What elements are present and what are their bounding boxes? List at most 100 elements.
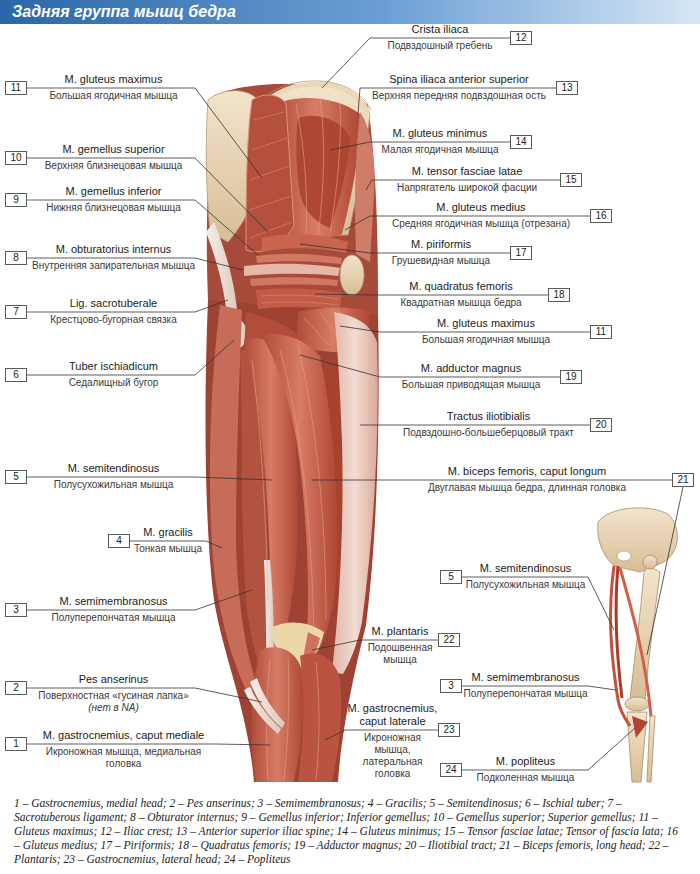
latin-name: M. semitendinosus xyxy=(32,462,195,475)
russian-name: Икроножная мышца, латеральная головка xyxy=(347,732,438,780)
callout-number: 11 xyxy=(6,82,26,94)
russian-name: Подколенная мышца xyxy=(463,772,588,784)
pes-anserinus-tendon xyxy=(244,687,281,734)
tensor-fasciae-latae xyxy=(355,112,374,262)
russian-name: Подошвенная мышца xyxy=(362,642,438,666)
caption-text: 1 – Gastrocnemius, medial head; 2 – Pes … xyxy=(14,796,686,866)
leader-line xyxy=(27,340,234,375)
callout-number: 11 xyxy=(591,326,611,338)
latin-name: M. semitendinosus xyxy=(463,562,588,575)
callout-number: 8 xyxy=(6,252,26,264)
callout-number: 3 xyxy=(6,604,26,616)
callout-number: 19 xyxy=(561,371,581,383)
latin-name: M. quadratus femoris xyxy=(374,280,548,293)
callout-box: 7 xyxy=(5,305,27,319)
callout-box: 18 xyxy=(548,288,570,302)
russian-name: Верхняя близнецовая мышца xyxy=(32,160,195,172)
callout-number: 14 xyxy=(511,136,531,148)
latin-name: M. gluteus maximus xyxy=(32,73,195,86)
leader-line xyxy=(345,216,590,230)
callout-number: 7 xyxy=(6,306,26,318)
russian-name: Икроножная мышца, медиальная головка xyxy=(32,746,215,770)
callout-box: 11 xyxy=(5,81,27,95)
latin-name: Lig. sacrotuberale xyxy=(32,297,195,310)
russian-name: Подвздошно-большеберцовый тракт xyxy=(387,427,590,439)
callout-box: 23 xyxy=(438,723,460,737)
gluteus-maximus-flap xyxy=(246,95,294,252)
latin-name: M. plantaris xyxy=(362,625,438,638)
obturator-internus xyxy=(244,264,340,276)
callout-box: 3 xyxy=(5,603,27,617)
callout-number: 5 xyxy=(441,571,461,583)
leader-line xyxy=(300,244,510,253)
latin-name: M. popliteus xyxy=(463,755,588,768)
latin-name: Spina iliaca anterior superior xyxy=(362,73,556,86)
muscle-fibers xyxy=(262,295,338,305)
russian-name: Верхняя передняя подвздошная ость xyxy=(362,90,556,102)
callout-box: 5 xyxy=(5,470,27,484)
leader-line xyxy=(358,88,556,114)
russian-name: Большая ягодичная мышца xyxy=(32,90,195,102)
callout-number: 3 xyxy=(441,680,461,692)
inset-illustration xyxy=(598,508,678,782)
latin-name: M. gluteus medius xyxy=(372,201,590,214)
callout-number: 15 xyxy=(561,174,581,186)
leader-line xyxy=(312,480,672,481)
russian-name: Малая ягодичная мышца xyxy=(370,144,510,156)
leader-line xyxy=(27,688,262,702)
leader-line xyxy=(462,728,635,770)
latin-name: Tractus iliotibialis xyxy=(387,410,590,423)
russian-name: Полусухожильная мышца xyxy=(32,479,195,491)
callout-box: 21 xyxy=(672,473,694,487)
latin-name: M. gastrocnemius, caput mediale xyxy=(32,729,215,742)
russian-name: Большая приводящая мышца xyxy=(382,379,560,391)
leader-line xyxy=(27,590,252,610)
iliotibial-tract xyxy=(332,312,378,674)
latin-name: M. gluteus maximus xyxy=(382,317,590,330)
latin-name: M. semimembranosus xyxy=(32,595,195,608)
callout-box: 19 xyxy=(560,370,582,384)
callout-number: 22 xyxy=(439,634,459,646)
callout-box: 10 xyxy=(5,151,27,165)
callout-number: 6 xyxy=(6,369,26,381)
latin-name: M. gemellus inferior xyxy=(32,185,195,198)
latin-name: Pes anserinus xyxy=(32,673,195,686)
leader-line xyxy=(27,158,268,232)
latin-name: M. tensor fasciae latae xyxy=(374,165,560,178)
callout-number: 1 xyxy=(6,738,26,750)
russian-name: Полуперепончатая мышца xyxy=(463,688,588,700)
latin-name: M. piriformis xyxy=(372,238,510,251)
inset-biceps-femoris xyxy=(620,568,651,716)
callout-box: 22 xyxy=(438,633,460,647)
callout-number: 5 xyxy=(6,471,26,483)
russian-name: Нижняя близнецовая мышца xyxy=(32,202,195,214)
leg-illustration xyxy=(206,81,379,782)
gastrocnemius-lateral-head xyxy=(298,653,341,782)
russian-name: Двуглавая мышца бедра, длинная головка xyxy=(382,482,672,494)
inset-condyles xyxy=(625,697,649,711)
latin-name: M. biceps femoris, caput longum xyxy=(382,465,672,478)
callout-number: 23 xyxy=(439,724,459,736)
russian-name: Напрягатель широкой фасции xyxy=(374,182,560,194)
callout-box: 12 xyxy=(510,31,532,45)
russian-name: Грушевидная мышца xyxy=(372,255,510,267)
callout-box: 2 xyxy=(5,681,27,695)
callout-number: 4 xyxy=(109,535,129,547)
russian-name: Средняя ягодичная мышца (отрезана) xyxy=(372,218,590,230)
inset-fibula xyxy=(647,716,655,782)
title-bar xyxy=(0,0,700,24)
callout-number: 2 xyxy=(6,682,26,694)
inset-popliteus xyxy=(632,716,648,738)
russian-name: Поверхностная «гусиная лапка» xyxy=(32,690,195,702)
quadratus-femoris xyxy=(256,289,342,310)
callout-box: 3 xyxy=(440,679,462,693)
leader-line xyxy=(315,294,548,295)
callout-number: 13 xyxy=(557,82,577,94)
leader-line xyxy=(360,425,590,426)
latin-name: Tuber ischiadicum xyxy=(32,360,195,373)
gemellus-inferior xyxy=(250,277,338,286)
callout-number: 18 xyxy=(549,289,569,301)
callout-box: 11 xyxy=(590,325,612,339)
latin-name: M. obturatorius internus xyxy=(32,243,195,256)
